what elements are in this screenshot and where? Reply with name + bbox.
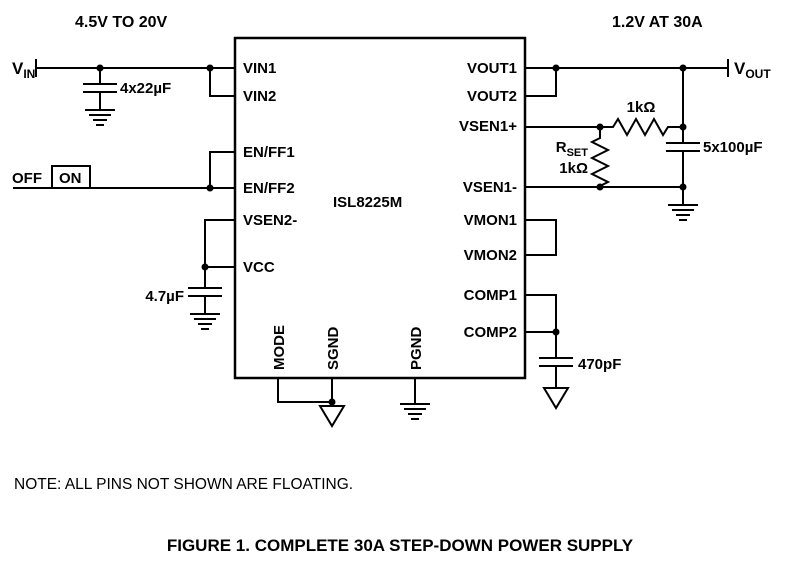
junction-dot bbox=[201, 263, 209, 271]
resistor-zigzag bbox=[599, 116, 684, 138]
feedback-resistor bbox=[524, 116, 684, 138]
pin-label-vcc: VCC bbox=[243, 259, 275, 276]
ground-symbol bbox=[85, 109, 115, 126]
vmon-loop bbox=[524, 219, 557, 256]
pin-label-vsen1n: VSEN1- bbox=[463, 179, 517, 196]
pin-label-vsen1p: VSEN1+ bbox=[459, 118, 517, 135]
schematic-note: NOTE: ALL PINS NOT SHOWN ARE FLOATING. bbox=[14, 476, 353, 493]
output-rating-label: 1.2V AT 30A bbox=[612, 14, 703, 31]
pin-label-vsen2n: VSEN2- bbox=[243, 212, 297, 229]
input-rating-label: 4.5V TO 20V bbox=[75, 14, 168, 31]
ic-body bbox=[233, 36, 527, 380]
switch-on-label: ON bbox=[59, 170, 82, 187]
junction-dot bbox=[679, 64, 687, 72]
pin-label-vout1: VOUT1 bbox=[467, 60, 517, 77]
switch-off-label: OFF bbox=[12, 170, 42, 187]
junction-dot bbox=[679, 183, 687, 191]
enable-switch bbox=[13, 151, 236, 192]
pin-label-enff1: EN/FF1 bbox=[243, 144, 295, 161]
pin-label-sgnd: SGND bbox=[325, 326, 342, 370]
signal-ground-symbol bbox=[318, 405, 346, 428]
enff1-branch-wire bbox=[209, 151, 236, 189]
comp-cap-value: 470pF bbox=[578, 356, 621, 373]
pin-label-vmon2: VMON2 bbox=[464, 247, 517, 264]
vcc-capacitor bbox=[188, 219, 236, 330]
output-rail bbox=[524, 59, 729, 144]
mode-wire bbox=[277, 377, 333, 403]
output-cap-value: 5x100µF bbox=[703, 139, 763, 156]
ground-symbol bbox=[668, 204, 698, 221]
input-capacitor bbox=[83, 67, 117, 126]
signal-ground-symbol bbox=[542, 387, 570, 410]
switch-on-box bbox=[51, 165, 91, 189]
pin-label-mode: MODE bbox=[271, 325, 288, 370]
vout-rail-label: VOUT bbox=[734, 59, 771, 81]
rset-value: 1kΩ bbox=[559, 160, 588, 177]
vout2-branch-wire bbox=[524, 67, 557, 97]
ic-part-number: ISL8225M bbox=[333, 194, 402, 211]
resistor-zigzag bbox=[589, 126, 611, 188]
junction-dot bbox=[206, 184, 214, 192]
pin-label-vmon1: VMON1 bbox=[464, 212, 517, 229]
bottom-grounds bbox=[277, 377, 430, 428]
pin-label-vout2: VOUT2 bbox=[467, 88, 517, 105]
vin2-branch-wire bbox=[209, 67, 236, 97]
pin-label-enff2: EN/FF2 bbox=[243, 180, 295, 197]
ground-symbol bbox=[190, 313, 220, 330]
pin-label-comp2: COMP2 bbox=[464, 324, 517, 341]
ground-symbol bbox=[400, 403, 430, 420]
input-cap-value: 4x22µF bbox=[120, 80, 171, 97]
rset-label: RSET bbox=[556, 139, 589, 159]
pin-label-comp1: COMP1 bbox=[464, 287, 517, 304]
pin-label-vin1: VIN1 bbox=[243, 60, 276, 77]
rset-resistor bbox=[589, 126, 611, 191]
vcc-cap-value: 4.7µF bbox=[145, 288, 184, 305]
vin-rail-label: VIN bbox=[12, 59, 35, 81]
comp-capacitor bbox=[524, 294, 573, 410]
feedback-resistor-value: 1kΩ bbox=[627, 99, 656, 116]
pin-label-vin2: VIN2 bbox=[243, 88, 276, 105]
junction-dot bbox=[552, 64, 560, 72]
comp-wire bbox=[524, 294, 557, 333]
junction-dot bbox=[328, 398, 336, 406]
pin-label-pgnd: PGND bbox=[408, 326, 425, 370]
figure-caption: FIGURE 1. COMPLETE 30A STEP-DOWN POWER S… bbox=[167, 536, 634, 555]
junction-dot bbox=[206, 64, 214, 72]
output-capacitor bbox=[524, 142, 700, 221]
vsen2-wire bbox=[204, 219, 236, 289]
vmon-wire bbox=[524, 219, 557, 256]
